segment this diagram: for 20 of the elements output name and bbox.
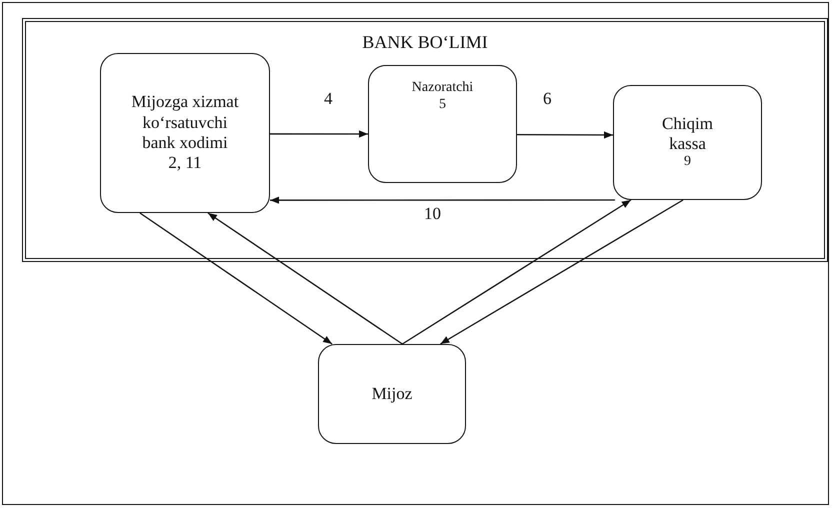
process-box xyxy=(368,65,517,183)
process-box xyxy=(318,344,466,444)
frame-title: BANK BO‘LIMI xyxy=(361,32,489,53)
step-number: 9 xyxy=(684,154,691,172)
department-frame xyxy=(22,18,828,262)
arrow xyxy=(208,212,403,345)
arrow xyxy=(140,212,332,345)
arrow xyxy=(517,131,613,139)
step-number: 5 xyxy=(439,96,446,114)
process-box xyxy=(613,85,762,200)
arrow xyxy=(270,196,615,204)
box-label: Mijoz xyxy=(372,384,412,404)
step-number: 2, 11 xyxy=(168,153,202,174)
box-label: Mijozga xizmat ko‘rsatuvchi bank xodimi xyxy=(130,92,240,154)
box-label: Chiqim kassa xyxy=(660,114,714,154)
arrow xyxy=(270,130,368,138)
process-box xyxy=(100,53,270,213)
arrow xyxy=(402,199,632,345)
arrow xyxy=(440,199,684,345)
box-label: Nazoratchi xyxy=(412,80,474,97)
